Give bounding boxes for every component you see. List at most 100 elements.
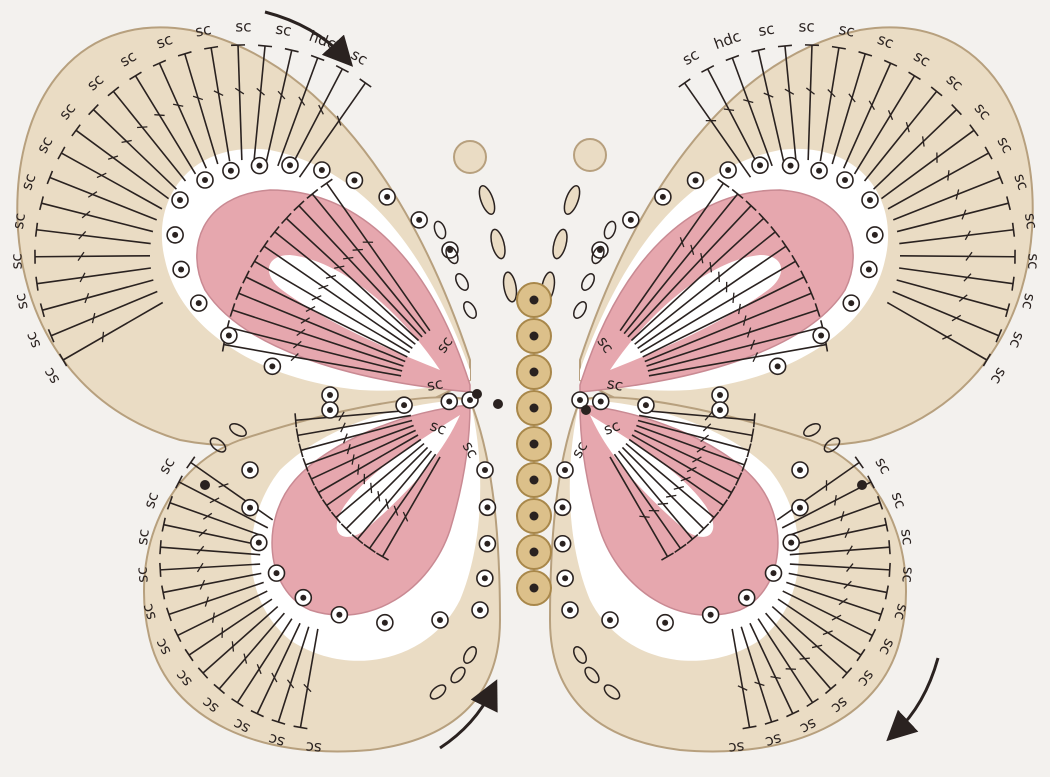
right-lower-inner-dot bbox=[557, 462, 573, 478]
body-bead bbox=[517, 535, 551, 569]
right-upper-chain bbox=[602, 220, 618, 240]
left-upper-chain bbox=[461, 300, 479, 321]
body-bead bbox=[517, 499, 551, 533]
left-upper-bottom-dot bbox=[167, 227, 183, 243]
left-mid-dot bbox=[396, 397, 412, 413]
right-lower-inner-dot bbox=[555, 499, 571, 515]
right-lower-ring-dot bbox=[783, 535, 799, 551]
left-lower-label: sc bbox=[155, 454, 179, 477]
left-lower-ring-dot bbox=[242, 462, 258, 478]
antennae bbox=[454, 139, 606, 303]
right-lower-inner-dot bbox=[555, 536, 571, 552]
left-lower-ring-dot bbox=[242, 500, 258, 516]
left-upper-label: sc bbox=[39, 365, 63, 388]
left-lower-inner-dot bbox=[472, 602, 488, 618]
right-lower-ring-dot bbox=[739, 590, 755, 606]
left-lower-ring-dot bbox=[331, 607, 347, 623]
right-lower-ring-dot bbox=[602, 612, 618, 628]
left-lower-label: sc bbox=[305, 738, 323, 757]
left-lower-ring-dot bbox=[295, 590, 311, 606]
body-bead bbox=[517, 391, 551, 425]
right-upper-label: hdc bbox=[711, 27, 743, 53]
start-dot bbox=[493, 399, 503, 409]
body-bead bbox=[517, 319, 551, 353]
left-upper-bottom-dot bbox=[322, 387, 338, 403]
left-upper-chain bbox=[432, 220, 448, 240]
left-upper-bottom-dot bbox=[173, 261, 189, 277]
right-mid-dot bbox=[712, 402, 728, 418]
right-center-label: sc bbox=[606, 374, 625, 395]
right-lower-label: sc bbox=[897, 528, 917, 546]
right-upper-bottom-dot bbox=[770, 358, 786, 374]
left-upper-top-dot bbox=[314, 162, 330, 178]
start-dot bbox=[857, 480, 867, 490]
left-lower-inner-dot bbox=[479, 499, 495, 515]
right-lower-label: sc bbox=[871, 454, 895, 477]
antenna-chain bbox=[561, 184, 583, 216]
left-mid-dot bbox=[441, 393, 457, 409]
left-upper-bottom-dot bbox=[221, 328, 237, 344]
left-upper-top-dot bbox=[282, 157, 298, 173]
bottom-right-arrow bbox=[895, 658, 938, 733]
right-lower-ring-dot bbox=[657, 615, 673, 631]
left-center-label: sc bbox=[425, 374, 444, 395]
right-lower-ring-dot bbox=[792, 500, 808, 516]
right-upper-label: sc bbox=[1018, 292, 1039, 311]
butterfly-body bbox=[517, 283, 551, 605]
left-upper-label: sc bbox=[235, 17, 251, 35]
body-bead bbox=[517, 463, 551, 497]
left-upper-bottom-dot bbox=[264, 358, 280, 374]
right-upper-bottom-dot bbox=[843, 295, 859, 311]
left-upper-label: sc bbox=[9, 212, 29, 231]
body-bead bbox=[517, 283, 551, 317]
left-upper-top-dot bbox=[197, 172, 213, 188]
right-upper-top-dot bbox=[688, 172, 704, 188]
left-lower-ring-dot bbox=[251, 535, 267, 551]
right-lower-ring-dot bbox=[792, 462, 808, 478]
right-upper-top-dot bbox=[783, 158, 799, 174]
right-lower-ring-dot bbox=[765, 565, 781, 581]
right-upper-label: sc bbox=[837, 20, 856, 41]
left-lower-inner-dot bbox=[477, 462, 493, 478]
right-lower-inner-dot bbox=[562, 602, 578, 618]
right-upper-top-dot bbox=[623, 212, 639, 228]
left-upper-bottom-dot bbox=[172, 192, 188, 208]
right-upper-chain bbox=[571, 300, 589, 321]
left-upper-label: sc bbox=[194, 20, 213, 41]
left-upper-bottom-dot bbox=[191, 295, 207, 311]
left-upper-top-dot bbox=[411, 212, 427, 228]
left-upper-chain bbox=[453, 272, 471, 293]
start-dot bbox=[472, 389, 482, 399]
right-upper-top-dot bbox=[837, 172, 853, 188]
right-upper-label: sc bbox=[757, 20, 776, 40]
right-upper-bottom-dot bbox=[862, 192, 878, 208]
antenna-chain bbox=[550, 228, 569, 260]
body-bead bbox=[517, 427, 551, 461]
right-upper-label: sc bbox=[987, 365, 1011, 388]
right-lower-label: sc bbox=[888, 490, 910, 511]
body-bead bbox=[517, 355, 551, 389]
left-upper-label: sc bbox=[22, 329, 45, 351]
left-lower-label: sc bbox=[133, 528, 153, 546]
left-lower-ring-dot bbox=[269, 565, 285, 581]
left-lower-inner-dot bbox=[477, 570, 493, 586]
left-upper-top-dot bbox=[251, 158, 267, 174]
left-lower-ring-dot bbox=[377, 615, 393, 631]
right-mid-dot bbox=[593, 393, 609, 409]
start-dot bbox=[200, 480, 210, 490]
left-upper-top-dot bbox=[346, 172, 362, 188]
right-upper-top-dot bbox=[720, 162, 736, 178]
left-lower-label: sc bbox=[132, 566, 151, 583]
left-upper-label: sc bbox=[11, 292, 32, 311]
body-bead bbox=[517, 571, 551, 605]
antenna-tip-right bbox=[574, 139, 606, 171]
left-lower-inner-dot bbox=[479, 536, 495, 552]
right-upper-label: sc bbox=[1024, 253, 1042, 270]
right-lower-inner-dot bbox=[557, 570, 573, 586]
right-upper-chain bbox=[579, 272, 597, 293]
right-lower-label: sc bbox=[728, 738, 746, 757]
right-upper-bottom-dot bbox=[867, 227, 883, 243]
left-lower-ring-dot bbox=[432, 612, 448, 628]
left-upper-top-dot bbox=[379, 189, 395, 205]
